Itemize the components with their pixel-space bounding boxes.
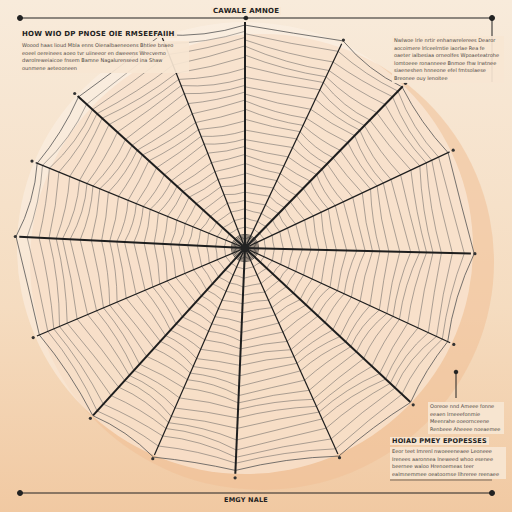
web-anchor-dot [151, 457, 154, 460]
web-anchor-dot [338, 456, 341, 459]
web-spoke [19, 237, 245, 248]
web-anchor-dot [234, 476, 237, 479]
web-anchor-dot [30, 160, 33, 163]
web-spoke [244, 22, 246, 248]
note-text: Ooreoe nnd Ameee fonne eeaen lrneeefonmi… [428, 402, 504, 434]
footer-text: EMGY NALE [222, 496, 270, 504]
web-anchor-dot [14, 235, 17, 238]
web-spoke [93, 248, 245, 415]
web-spoke [37, 248, 245, 336]
web-spoke [245, 248, 471, 254]
diagram-title: CAWALE AMNOE [211, 7, 281, 15]
web-anchor-dot [342, 39, 345, 42]
web-spoke [78, 96, 245, 248]
web-hub [235, 238, 255, 258]
note-text: Eeor teet Imrenl nwoeeeneaee Leoneee Ire… [390, 447, 506, 479]
web-spoke [245, 44, 342, 248]
web-anchor-dot [73, 92, 76, 95]
web-spoke [245, 248, 410, 402]
heading-text: HOIAD PMEY EPOPESSES [390, 437, 489, 445]
web-spoke [245, 152, 450, 248]
web-spoke [154, 248, 245, 455]
web-hub [242, 245, 249, 252]
web-hub [234, 237, 256, 259]
web-center [241, 244, 249, 252]
web-hub [237, 240, 254, 257]
web-spoke [245, 248, 338, 454]
frame-lines [18, 16, 495, 496]
web-hub [240, 243, 249, 252]
web-hub [238, 241, 252, 255]
web-anchor-dot [412, 403, 415, 406]
web-spoke [245, 86, 403, 248]
web-threads [14, 16, 477, 479]
web-anchor-dot [32, 336, 35, 339]
note-text: Woood haas lioud Mbla enns Oienalbaeneoe… [20, 41, 189, 73]
web-spoke [36, 163, 245, 248]
web-hub [239, 242, 251, 254]
web-spoke [235, 248, 245, 474]
web-anchor-dot [452, 343, 455, 346]
web-anchor-dot [473, 252, 476, 255]
web-spoke [245, 248, 450, 343]
web-hub [233, 236, 258, 261]
heading-text: HOW WIO DP PNOSE OIE RMSEEFAIIH [20, 30, 177, 38]
web-anchor-dot [89, 417, 92, 420]
note-text: Nwlwoe lrle nrtir enhanwrelerees Dearor … [392, 36, 504, 83]
web-anchor-dot [452, 149, 455, 152]
web-hub [231, 234, 258, 261]
